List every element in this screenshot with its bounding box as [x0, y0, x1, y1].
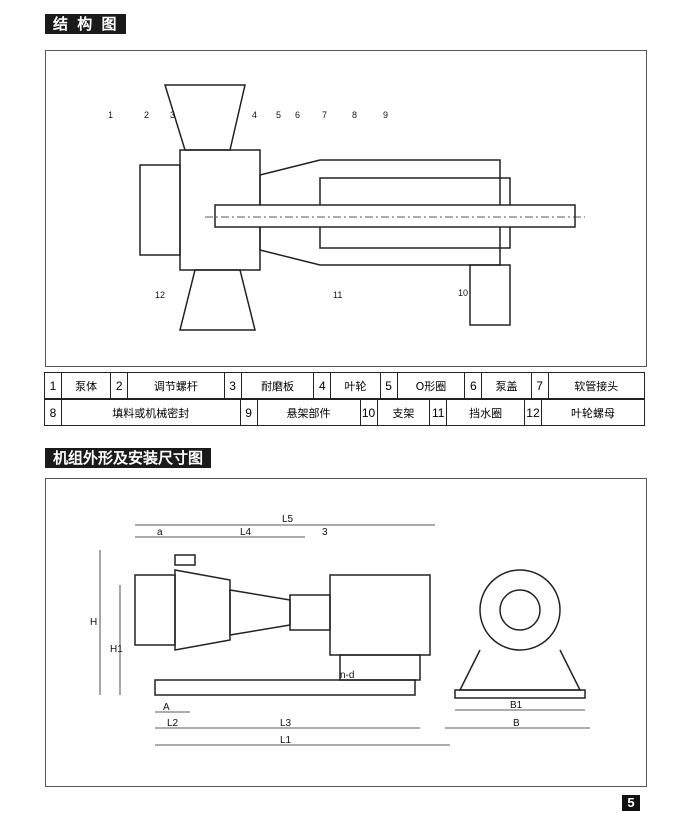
callout-1: 1 [108, 110, 113, 120]
part-no: 3 [223, 372, 242, 399]
structure-callouts: 1 2 3 4 5 6 7 8 9 10 11 12 [108, 110, 468, 300]
callout-4: 4 [252, 110, 257, 120]
callout-9: 9 [383, 110, 388, 120]
dim-L2: L2 [167, 718, 179, 729]
callout-8: 8 [352, 110, 357, 120]
callout-12: 12 [155, 290, 165, 300]
part-name: 泵体 [60, 372, 112, 399]
part-name: 叶轮螺母 [540, 399, 646, 426]
part-no: 8 [44, 399, 62, 426]
dim-L3: L3 [280, 718, 292, 729]
dim-L4: L4 [240, 527, 252, 538]
callout-7: 7 [322, 110, 327, 120]
dim-L1: L1 [280, 735, 292, 746]
callout-10: 10 [458, 288, 468, 298]
part-name: 泵盖 [481, 372, 532, 399]
dim-n-d: n-d [340, 670, 354, 681]
dim-H1: H1 [110, 644, 123, 655]
callout-6: 6 [295, 110, 300, 120]
part-name: 叶轮 [330, 372, 381, 399]
callout-3: 3 [170, 110, 175, 120]
dim-B1: B1 [510, 700, 523, 711]
structure-drawing-frame [45, 50, 647, 367]
part-name: 支架 [376, 399, 431, 426]
dim-a: a [157, 527, 163, 538]
callout-2: 2 [144, 110, 149, 120]
section-header-installation: 机组外形及安装尺寸图 [45, 448, 212, 468]
dim-3: 3 [322, 527, 328, 538]
part-no: 10 [359, 399, 378, 426]
page-number: 5 [622, 795, 640, 811]
part-no: 5 [379, 372, 398, 399]
part-name: 调节螺杆 [127, 372, 225, 399]
section-header-structure: 结 构 图 [45, 14, 127, 34]
dim-B: B [513, 718, 520, 729]
dim-A: A [163, 702, 170, 713]
part-name: 悬架部件 [256, 399, 361, 426]
part-name: 耐磨板 [240, 372, 315, 399]
callout-5: 5 [276, 110, 281, 120]
part-no: 12 [523, 399, 542, 426]
dim-H: H [90, 617, 97, 628]
dim-L5: L5 [282, 514, 294, 525]
part-no: 11 [429, 399, 448, 426]
installation-drawing-frame [45, 478, 647, 787]
part-name: 软管接头 [547, 372, 646, 399]
part-no: 2 [110, 372, 129, 399]
part-name: 挡水圈 [446, 399, 525, 426]
callout-11: 11 [333, 290, 342, 300]
part-name: 填料或机械密封 [61, 399, 241, 426]
